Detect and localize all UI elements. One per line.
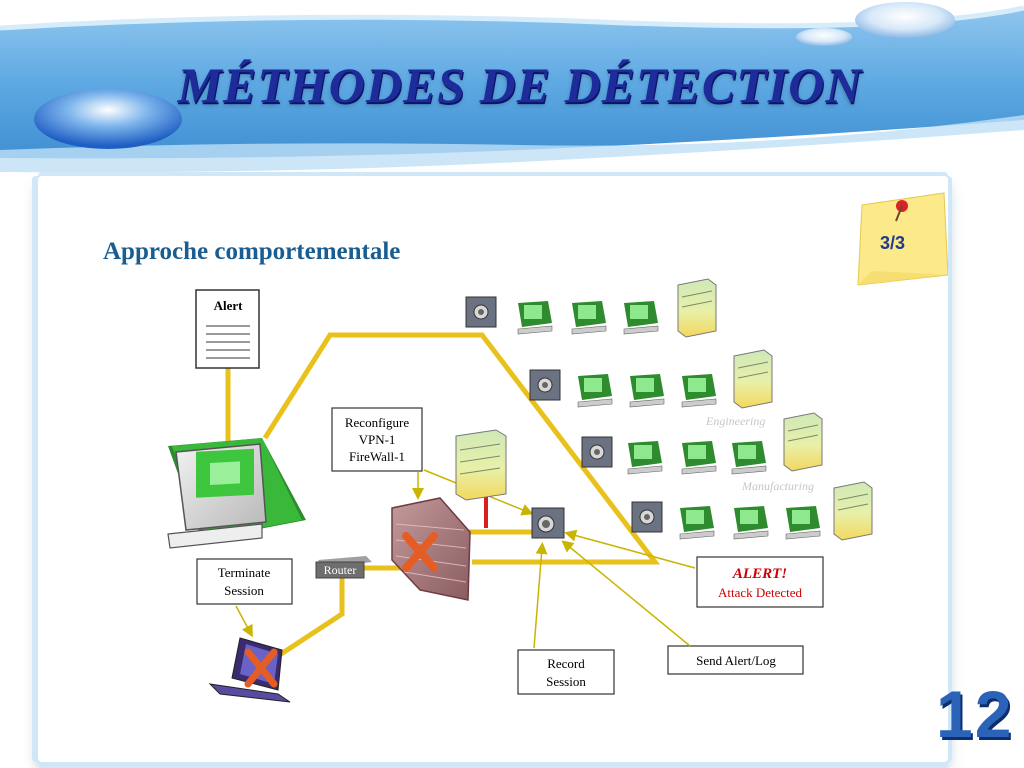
ids-monitor-icon: [167, 438, 306, 549]
department-row-3: Engineering: [581, 412, 823, 475]
dept-label-engineering: Engineering: [705, 414, 765, 428]
reconfigure-line-2: VPN-1: [359, 432, 396, 447]
router-icon: Router: [315, 556, 372, 579]
page-number: 12: [936, 677, 1014, 751]
send-alert-box: Send Alert/Log: [561, 540, 804, 675]
attacker-laptop-icon: [208, 637, 291, 703]
bubble-small: [796, 28, 852, 46]
server-icon: [783, 412, 823, 472]
workstation-icon: [571, 301, 607, 335]
alert-text: Attack Detected: [718, 585, 803, 600]
firewall-icon: [391, 497, 471, 601]
workstation-icon: [517, 301, 553, 335]
switch-icon: [529, 369, 561, 401]
alert-document: Alert: [195, 289, 260, 450]
workstation-icon: [733, 506, 769, 540]
note-label: 3/3: [880, 233, 906, 253]
server-icon: [833, 481, 873, 541]
switch-icon: [465, 296, 497, 328]
server-icon: [733, 349, 773, 409]
dept-label-manufacturing: Manufacturing: [741, 479, 814, 493]
reconfigure-line-3: FireWall-1: [349, 449, 405, 464]
department-row-1: [465, 278, 717, 338]
alert-title: ALERT!: [732, 566, 787, 582]
sticky-note: [857, 192, 948, 286]
sensor-server-icon: [455, 429, 507, 501]
bubble-top-right: [855, 2, 955, 38]
department-row-4: Manufacturing: [631, 479, 873, 541]
switch-icon: [581, 436, 613, 468]
attacker-x-icon: [244, 648, 278, 688]
workstation-icon: [627, 441, 663, 475]
workstation-icon: [731, 441, 767, 475]
record-line-2: Session: [546, 674, 586, 689]
alert-attack-box: ALERT! Attack Detected: [564, 529, 824, 608]
workstation-icon: [681, 441, 717, 475]
router-label: Router: [324, 563, 357, 577]
workstation-icon: [623, 301, 659, 335]
record-session-box: Record Session: [517, 542, 615, 695]
workstation-icon: [577, 374, 613, 408]
workstation-icon: [679, 506, 715, 540]
record-line-1: Record: [547, 656, 585, 671]
ids-sensor-icon: [531, 507, 565, 539]
terminate-line-1: Terminate: [218, 565, 271, 580]
switch-icon: [631, 501, 663, 533]
terminate-session-box: Terminate Session: [196, 558, 293, 638]
header-banner: [0, 2, 1024, 173]
slide-title: MÉTHODES DE DÉTECTION: [177, 57, 863, 113]
workstation-icon: [785, 506, 821, 540]
department-row-2: [529, 349, 773, 409]
slide-subtitle: Approche comportementale: [103, 238, 401, 265]
block-x-icon: [402, 532, 438, 572]
workstation-icon: [629, 374, 665, 408]
workstation-icon: [681, 374, 717, 408]
terminate-line-2: Session: [224, 583, 264, 598]
send-alert-label: Send Alert/Log: [696, 653, 776, 668]
server-icon: [677, 278, 717, 338]
reconfigure-box: Reconfigure VPN-1 FireWall-1: [331, 407, 534, 516]
bubble-left: [34, 89, 182, 149]
alert-document-label: Alert: [214, 298, 244, 313]
reconfigure-line-1: Reconfigure: [345, 415, 409, 430]
